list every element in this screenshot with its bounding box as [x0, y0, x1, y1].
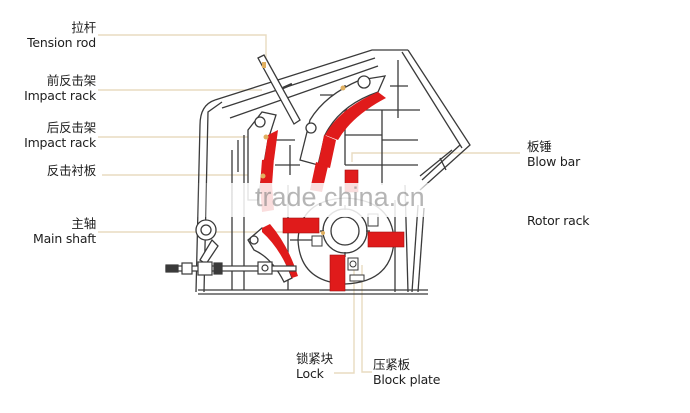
label-zh: 反击衬板 [46, 163, 96, 178]
label-impact-liner: 反击衬板 [47, 163, 96, 178]
label-front-impact-rack: 前反击架 Impact rack [24, 73, 96, 103]
label-zh: 压紧板 [373, 357, 410, 372]
label-zh: 主轴 [71, 216, 96, 231]
label-zh: 板锤 [527, 139, 552, 154]
label-main-shaft: 主轴 Main shaft [33, 216, 96, 246]
watermark-backdrop [195, 183, 455, 217]
watermark: trade.china.cn [255, 182, 425, 212]
label-blow-bar: 板锤 Blow bar [527, 139, 580, 169]
label-tension-rod: 拉杆 Tension rod [27, 20, 96, 50]
label-en: Block plate [373, 372, 441, 387]
lock-parts [311, 213, 379, 282]
callout-markers [260, 85, 346, 235]
rotor [297, 197, 395, 285]
label-block-plate: 压紧板 Block plate [373, 357, 440, 387]
label-en: Impact rack [24, 88, 96, 103]
label-zh: 后反击架 [46, 120, 96, 135]
label-zh: 前反击架 [46, 73, 96, 88]
label-rear-impact-rack: 后反击架 Impact rack [24, 120, 96, 150]
label-en: Impact rack [24, 135, 96, 150]
adjusting-rod [165, 261, 297, 276]
tension-rod [257, 54, 301, 125]
label-en: Main shaft [33, 231, 96, 246]
label-rotor-rack: Rotor rack [527, 213, 590, 228]
label-en: Lock [296, 366, 324, 381]
label-zh: 拉杆 [71, 20, 96, 35]
label-zh: 锁紧块 [296, 351, 333, 366]
label-en: Tension rod [27, 35, 96, 50]
label-en: Blow bar [527, 154, 581, 169]
front-impact-rack [299, 75, 387, 166]
label-en: Rotor rack [527, 213, 590, 228]
label-lock: 锁紧块 Lock [296, 351, 333, 381]
main-shaft-bearing [195, 219, 219, 265]
